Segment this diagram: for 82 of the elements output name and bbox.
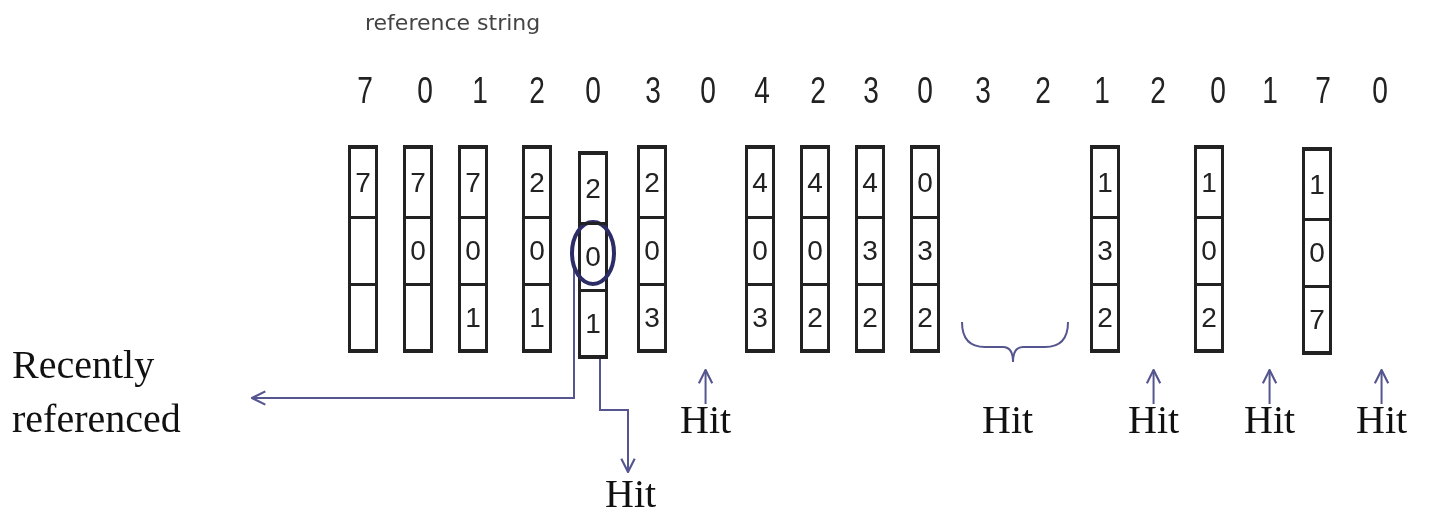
reference-number: 2 [1150, 70, 1166, 112]
connector-arrow [697, 368, 714, 405]
heading-text: reference string [365, 10, 541, 35]
frame-cell: 1 [461, 283, 485, 349]
frame-cell: 0 [1305, 218, 1329, 285]
reference-number: 2 [810, 70, 826, 112]
hit-label: Hit [1244, 398, 1296, 442]
frame-cell: 3 [748, 283, 772, 349]
frame-cell: 0 [525, 216, 549, 283]
frame-cell: 1 [525, 283, 549, 349]
frame-cell: 0 [581, 222, 605, 289]
page-frame-column [1302, 147, 1332, 355]
frame-cell: 7 [406, 149, 430, 216]
connector-arrow [599, 358, 636, 474]
frame-cell: 4 [858, 149, 882, 216]
reference-number: 3 [863, 70, 879, 112]
hit-label: Hit [680, 398, 732, 442]
frame-cell: 0 [913, 149, 937, 216]
frame-cell: 4 [803, 149, 827, 216]
reference-number: 4 [754, 70, 770, 112]
reference-number: 0 [585, 70, 601, 112]
connector-arrow [1373, 368, 1390, 405]
reference-number: 1 [1094, 70, 1110, 112]
frame-cell: 3 [1093, 216, 1117, 283]
hit-label: Hit [982, 398, 1034, 442]
page-frame-column [637, 145, 667, 353]
reference-number: 7 [1315, 70, 1331, 112]
hit-label: Hit [605, 472, 657, 516]
frame-cell: 0 [406, 216, 430, 283]
reference-number: 1 [1262, 70, 1278, 112]
page-frame-column [1194, 145, 1224, 353]
frame-cell: 3 [640, 283, 664, 349]
frame-cell: 1 [1305, 151, 1329, 218]
highlight-circle [569, 219, 617, 287]
page-frame-column [458, 145, 488, 353]
reference-number: 0 [417, 70, 433, 112]
frame-cell: 2 [640, 149, 664, 216]
frame-cell: 3 [913, 216, 937, 283]
reference-number: 3 [645, 70, 661, 112]
reference-number: 2 [1035, 70, 1051, 112]
frame-cell: 0 [803, 216, 827, 283]
page-frame-column [522, 145, 552, 353]
frame-cell: 1 [581, 289, 605, 355]
frame-cell: 0 [461, 216, 485, 283]
reference-number: 0 [1372, 70, 1388, 112]
frame-cell: 2 [1093, 283, 1117, 349]
frame-cell: 0 [748, 216, 772, 283]
page-frame-column [1090, 145, 1120, 353]
reference-number: 0 [917, 70, 933, 112]
reference-number: 0 [700, 70, 716, 112]
page-frame-column [745, 145, 775, 353]
frame-cell: 2 [803, 283, 827, 349]
reference-number: 0 [1210, 70, 1226, 112]
hit-label: Hit [1128, 398, 1180, 442]
frame-cell: 0 [640, 216, 664, 283]
frame-cell: 2 [913, 283, 937, 349]
frame-cell: 2 [581, 155, 605, 222]
frame-cell: 1 [1093, 149, 1117, 216]
frame-cell: 3 [858, 216, 882, 283]
frame-cell: 7 [461, 149, 485, 216]
reference-number: 2 [529, 70, 545, 112]
page-frame-column [578, 151, 608, 359]
page-frame-column [403, 145, 433, 353]
page-frame-column [855, 145, 885, 353]
reference-number: 7 [357, 70, 373, 112]
frame-cell: 1 [1197, 149, 1221, 216]
frame-cell: 4 [748, 149, 772, 216]
connector-arrow [1145, 368, 1162, 405]
frame-cell: 0 [1197, 216, 1221, 283]
page-frame-column [910, 145, 940, 353]
hit-label: Hit [1356, 398, 1408, 442]
annotation-text: Recently referenced [12, 338, 252, 446]
connector-arrow [1261, 368, 1278, 405]
frame-cell: 2 [858, 283, 882, 349]
frame-cell: 7 [351, 149, 375, 216]
reference-number: 1 [472, 70, 488, 112]
page-frame-column [800, 145, 830, 353]
frame-cell: 2 [525, 149, 549, 216]
page-frame-column [348, 145, 378, 353]
reference-number: 3 [975, 70, 991, 112]
frame-cell: 7 [1305, 285, 1329, 351]
frame-cell: 2 [1197, 283, 1221, 349]
